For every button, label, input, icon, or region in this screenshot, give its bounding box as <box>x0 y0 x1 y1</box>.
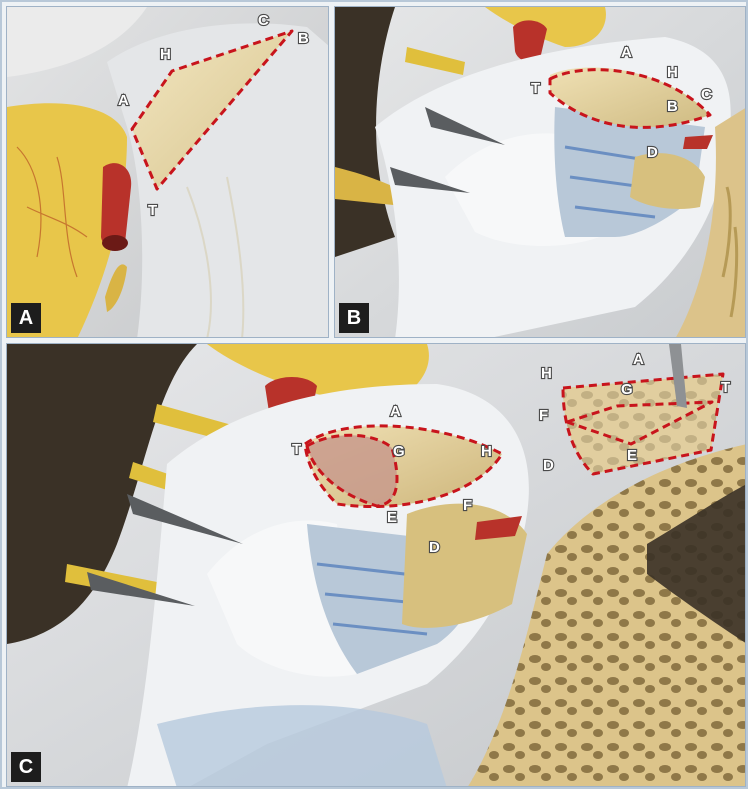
landmark-a: A <box>633 351 644 368</box>
osteotomy-outline <box>548 68 712 129</box>
osteotomy-inner-outline <box>305 433 399 508</box>
landmark-h: H <box>667 64 678 81</box>
dark-cavity <box>7 344 197 644</box>
osteotomy-outline <box>130 29 294 191</box>
landmark-g: G <box>621 381 633 398</box>
panel-label: A <box>11 303 41 333</box>
landmark-t: T <box>148 202 157 219</box>
vessel <box>101 163 132 249</box>
landmark-f: F <box>539 407 548 424</box>
panel-label: C <box>11 752 41 782</box>
landmark-a: A <box>621 44 632 61</box>
landmark-a: A <box>390 403 401 420</box>
bone-flap-inner-outline <box>565 400 714 446</box>
landmark-h: H <box>481 443 492 460</box>
panel-c-illustration: A T G H E F D H A T G F E D <box>7 344 745 786</box>
instrument-spike-icon <box>425 107 505 145</box>
landmark-t: T <box>292 441 301 458</box>
osteotomy-outline <box>303 424 504 508</box>
landmark-d: D <box>543 457 554 474</box>
landmark-h: H <box>160 46 171 63</box>
landmark-e: E <box>627 447 637 464</box>
landmark-f: F <box>463 497 472 514</box>
instrument-spike-icon <box>127 494 243 544</box>
landmark-c: C <box>258 12 269 29</box>
panel-label: B <box>339 303 369 333</box>
landmark-t: T <box>531 80 540 97</box>
landmark-d: D <box>647 144 658 161</box>
bone-flap-outline <box>561 372 725 476</box>
landmark-a: A <box>118 92 129 109</box>
panel-b: T A H C B D B <box>334 6 746 338</box>
landmark-t: T <box>721 379 730 396</box>
vessel <box>513 20 547 62</box>
panel-a-illustration: A H C B T <box>7 7 328 337</box>
instrument-spike-icon <box>390 167 470 193</box>
bone-window <box>550 67 710 128</box>
landmark-d: D <box>429 539 440 556</box>
membrane-shape <box>7 7 147 77</box>
landmark-g: G <box>393 443 405 460</box>
panel-c: A T G H E F D H A T G F E D C <box>6 343 746 787</box>
panel-b-illustration: T A H C B D <box>335 7 745 337</box>
panel-a: A H C B T A <box>6 6 329 338</box>
fat-tissue <box>7 103 127 337</box>
landmark-e: E <box>387 509 397 526</box>
landmark-b: B <box>667 98 678 115</box>
bone-window <box>132 31 292 189</box>
instrument-shaft <box>669 344 687 408</box>
landmark-c: C <box>701 86 712 103</box>
landmark-h: H <box>541 365 552 382</box>
instrument-spike-icon <box>87 572 195 606</box>
landmark-b: B <box>298 30 309 47</box>
